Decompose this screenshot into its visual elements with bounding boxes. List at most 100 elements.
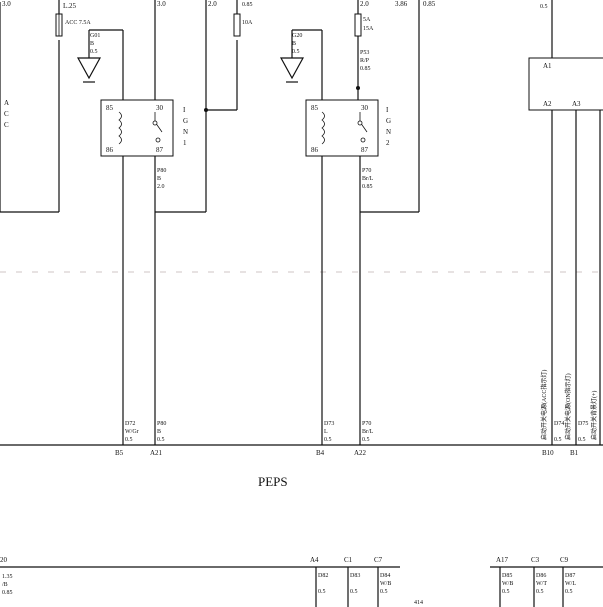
svg-text:D86: D86 — [536, 573, 546, 579]
svg-text:L: L — [324, 429, 328, 435]
svg-text:C3: C3 — [531, 556, 540, 564]
svg-text:2.0: 2.0 — [208, 0, 217, 8]
svg-text:D85: D85 — [502, 573, 512, 579]
svg-text:0.5: 0.5 — [125, 437, 133, 443]
svg-text:0.5: 0.5 — [380, 589, 388, 595]
svg-text:D72: D72 — [125, 421, 135, 427]
relay-ign2: 2.0 5A 15A P53 R/P 0.85 85 30 86 87 I G … — [305, 0, 391, 445]
svg-text:D84: D84 — [380, 573, 390, 579]
svg-text:30: 30 — [156, 104, 164, 112]
svg-text:P70: P70 — [362, 168, 371, 174]
svg-text:C: C — [4, 121, 9, 129]
bottom-wire-tags: D72 W/Gr 0.5 P80 B 0.5 D73 L 0.5 P70 Br/… — [125, 421, 588, 443]
svg-text:D74: D74 — [554, 421, 564, 427]
svg-text:G01: G01 — [90, 33, 100, 39]
svg-text:A22: A22 — [354, 449, 367, 457]
note-backlight: 启动开关背景灯(+) — [590, 391, 598, 440]
right-feed: 3.86 0.85 — [360, 0, 436, 213]
svg-text:20: 20 — [0, 556, 8, 564]
svg-text:0.5: 0.5 — [362, 437, 370, 443]
svg-text:G: G — [183, 117, 188, 125]
svg-text:0.5: 0.5 — [292, 49, 300, 55]
ground-g01: G01 B 0.5 — [76, 29, 124, 100]
svg-text:5A: 5A — [363, 17, 371, 23]
note-on-indicator: 启动开关电源(ON指示灯) — [564, 373, 572, 440]
svg-text:10A: 10A — [242, 20, 253, 26]
svg-text:0.5: 0.5 — [502, 589, 510, 595]
svg-text:A4: A4 — [310, 556, 319, 564]
svg-text:A1: A1 — [543, 62, 552, 70]
svg-text:B10: B10 — [542, 449, 554, 457]
svg-text:D75: D75 — [578, 421, 588, 427]
svg-text:A3: A3 — [572, 100, 581, 108]
svg-text:15A: 15A — [363, 26, 374, 32]
mid-feeds: 3.0 2.0 0.85 10A — [155, 0, 253, 213]
lower-connector-strip: 20 1.35 /B 0.85 A4 C1 C7 D82 0.5 D83 0.5… — [0, 556, 603, 607]
svg-text:Br/L: Br/L — [362, 176, 374, 182]
svg-text:0.85: 0.85 — [242, 2, 253, 8]
relay-ign1: 85 30 86 87 I G N 1 P80 B 2.0 — [100, 0, 188, 445]
svg-text:G: G — [386, 117, 391, 125]
svg-text:B1: B1 — [570, 449, 579, 457]
svg-text:2.0: 2.0 — [157, 184, 165, 190]
module-label-peps: PEPS — [258, 474, 288, 489]
peps-pin-labels: B5 A21 B4 A22 B10 B1 — [115, 449, 579, 457]
svg-text:D83: D83 — [350, 573, 360, 579]
svg-text:B4: B4 — [316, 449, 325, 457]
svg-text:B: B — [157, 176, 161, 182]
svg-text:I: I — [183, 106, 186, 114]
svg-text:B5: B5 — [115, 449, 124, 457]
svg-text:1: 1 — [183, 139, 187, 147]
svg-text:A21: A21 — [150, 449, 163, 457]
svg-text:414: 414 — [414, 600, 423, 606]
svg-text:86: 86 — [106, 146, 114, 154]
svg-text:Br/L: Br/L — [362, 429, 374, 435]
svg-text:0.5: 0.5 — [565, 589, 573, 595]
svg-text:87: 87 — [156, 146, 164, 154]
svg-text:W/B: W/B — [502, 581, 513, 587]
svg-text:P70: P70 — [362, 421, 371, 427]
svg-text:W/B: W/B — [380, 581, 391, 587]
svg-text:W/L: W/L — [565, 581, 576, 587]
svg-text:85: 85 — [106, 104, 114, 112]
svg-text:D73: D73 — [324, 421, 334, 427]
svg-text:0.5: 0.5 — [318, 589, 326, 595]
svg-text:85: 85 — [311, 104, 319, 112]
svg-text:0.5: 0.5 — [90, 49, 98, 55]
svg-text:2.0: 2.0 — [360, 0, 369, 8]
svg-text:0.5: 0.5 — [324, 437, 332, 443]
acc-circuit: 3.0 L.25 ACC 7.5A A C C — [0, 0, 91, 213]
svg-text:0.85: 0.85 — [423, 0, 436, 8]
svg-text:N: N — [183, 128, 188, 136]
svg-text:/B: /B — [2, 582, 8, 588]
svg-text:W/Gr: W/Gr — [125, 429, 139, 435]
svg-text:C9: C9 — [560, 556, 569, 564]
acc-label-a: A — [4, 99, 9, 107]
svg-text:W/T: W/T — [536, 581, 547, 587]
svg-text:G20: G20 — [292, 33, 302, 39]
svg-text:N: N — [386, 128, 391, 136]
svg-text:R/P: R/P — [360, 58, 370, 64]
svg-text:C1: C1 — [344, 556, 353, 564]
svg-text:I: I — [386, 106, 389, 114]
svg-text:B: B — [157, 429, 161, 435]
svg-text:B: B — [90, 41, 94, 47]
svg-text:P80: P80 — [157, 421, 166, 427]
svg-text:86: 86 — [311, 146, 319, 154]
svg-text:0.5: 0.5 — [554, 437, 562, 443]
svg-text:2: 2 — [386, 139, 390, 147]
svg-text:P53: P53 — [360, 50, 369, 56]
svg-text:87: 87 — [361, 146, 369, 154]
svg-text:B: B — [292, 41, 296, 47]
wire-spec-l25: L.25 — [63, 2, 77, 10]
svg-text:0.85: 0.85 — [2, 590, 13, 596]
svg-text:0.5: 0.5 — [578, 437, 586, 443]
svg-text:30: 30 — [361, 104, 369, 112]
connector-a-module: 0.5 A1 A2 A3 — [528, 0, 603, 445]
svg-text:D87: D87 — [565, 573, 575, 579]
svg-text:A17: A17 — [496, 556, 509, 564]
svg-text:A2: A2 — [543, 100, 552, 108]
svg-text:3.86: 3.86 — [395, 0, 408, 8]
svg-text:0.5: 0.5 — [540, 4, 548, 10]
